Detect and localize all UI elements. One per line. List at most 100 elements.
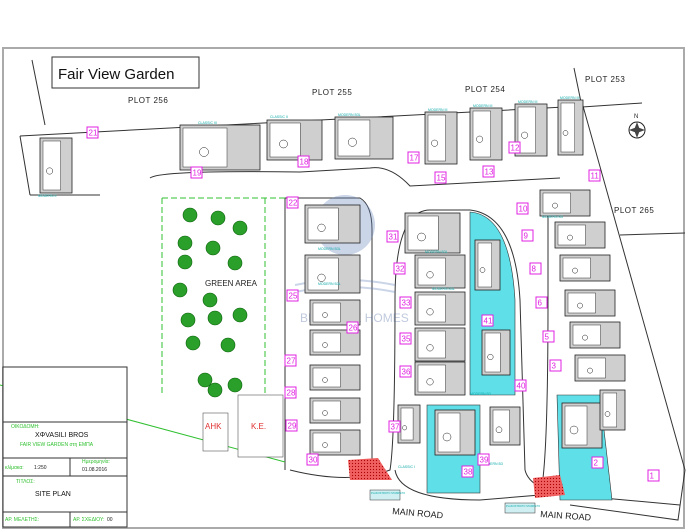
plot-number-label: 21 bbox=[89, 129, 98, 138]
plot-number-31: 31 bbox=[386, 230, 399, 243]
plot-number-label: 10 bbox=[519, 205, 528, 214]
plot-number-26: 26 bbox=[346, 321, 359, 334]
tree-icon bbox=[180, 312, 196, 328]
tree-icon bbox=[220, 337, 236, 353]
plot-number-8: 8 bbox=[529, 262, 542, 275]
house bbox=[414, 327, 466, 362]
unit-type-label: MODERN B3 bbox=[542, 215, 563, 219]
plot-number-15: 15 bbox=[434, 171, 447, 184]
plot-number-label: 11 bbox=[591, 172, 600, 181]
drawing-number-label: ΑΡ. ΣΧΕΔΙΟΥ: bbox=[73, 517, 104, 523]
house bbox=[309, 329, 361, 356]
house bbox=[414, 361, 466, 396]
house bbox=[309, 429, 361, 456]
tree-icon bbox=[207, 310, 223, 326]
plot-254-label: PLOT 254 bbox=[465, 85, 505, 94]
plot-256-label: PLOT 256 bbox=[128, 96, 168, 105]
scale-value: 1:250 bbox=[34, 465, 47, 471]
plot-253-label: PLOT 253 bbox=[585, 75, 625, 84]
scale-label: κλίμακα: bbox=[5, 465, 24, 471]
plot-number-label: 31 bbox=[389, 233, 398, 242]
house bbox=[414, 254, 466, 289]
plot-number-28: 28 bbox=[284, 386, 297, 399]
date-value: 01.08.2016 bbox=[82, 467, 107, 473]
house bbox=[561, 402, 603, 449]
unit-type-label: MODERN II bbox=[38, 194, 57, 198]
compass-icon: N bbox=[628, 114, 646, 139]
plot-number-37: 37 bbox=[388, 420, 401, 433]
plot-265-label: PLOT 265 bbox=[614, 206, 654, 215]
plot-number-label: 13 bbox=[485, 168, 494, 177]
plot-number-label: 36 bbox=[402, 368, 411, 377]
plot-number-36: 36 bbox=[399, 365, 412, 378]
plot-number-label: 3 bbox=[552, 362, 557, 371]
unit-type-label: MODERN B3L bbox=[318, 282, 341, 286]
main-road-label: MAIN ROAD bbox=[540, 509, 592, 523]
tree-icon bbox=[182, 207, 198, 223]
unit-type-label: MODERN B3 bbox=[482, 462, 503, 466]
tree-icon bbox=[232, 307, 248, 323]
plot-number-label: 27 bbox=[287, 357, 296, 366]
plot-number-1: 1 bbox=[647, 469, 660, 482]
tree-icon bbox=[177, 235, 193, 251]
unit-type-label: CLASSIC II bbox=[270, 115, 288, 119]
plot-number-label: 9 bbox=[524, 232, 529, 241]
paving-label: PLAKOSTROTO STAMPETO bbox=[506, 504, 540, 508]
unit-type-label: MODERN B3L bbox=[318, 247, 341, 251]
plot-number-38: 38 bbox=[461, 465, 474, 478]
house bbox=[481, 329, 511, 376]
house bbox=[266, 119, 323, 161]
plot-number-41: 41 bbox=[481, 314, 494, 327]
plot-number-13: 13 bbox=[482, 165, 495, 178]
tree-icon bbox=[185, 335, 201, 351]
unit-type-label: MODERN B3L bbox=[432, 287, 455, 291]
ke-label: K.E. bbox=[251, 422, 266, 431]
title-block: ΟΙΚΟΔΟΜΗ: XΦVASILI BROS FAIR VIEW GARDEN… bbox=[2, 366, 128, 528]
tree-icon bbox=[227, 255, 243, 271]
plot-number-label: 18 bbox=[300, 158, 309, 167]
house bbox=[404, 212, 461, 254]
plot-number-label: 33 bbox=[402, 299, 411, 308]
plot-number-22: 22 bbox=[286, 196, 299, 209]
plot-number-33: 33 bbox=[399, 296, 412, 309]
title-label: ΤΙΤΛΟΣ: bbox=[16, 479, 35, 485]
unit-type-label: MODERN III bbox=[428, 108, 447, 112]
plot-number-label: 25 bbox=[289, 292, 298, 301]
unit-type-label: MODERN B3 bbox=[470, 392, 491, 396]
tree-icon bbox=[177, 254, 193, 270]
plot-number-label: 8 bbox=[532, 265, 537, 274]
plot-number-label: 38 bbox=[464, 468, 473, 477]
unit-type-label: MODERN B3L bbox=[425, 250, 448, 254]
plot-number-label: 15 bbox=[437, 174, 446, 183]
plot-number-32: 32 bbox=[393, 262, 406, 275]
tree-icon bbox=[210, 210, 226, 226]
paving-areas: PLAKOSTROTO STAMPETO PLAKOSTROTO STAMPET… bbox=[348, 458, 565, 514]
ahk-label: AHK bbox=[205, 422, 222, 431]
date-label: Ημερομηνία: bbox=[82, 459, 110, 465]
project-title: Fair View Garden bbox=[58, 66, 174, 83]
drawing-number-value: 00 bbox=[107, 517, 113, 523]
plot-number-19: 19 bbox=[190, 166, 203, 179]
plot-number-39: 39 bbox=[477, 453, 490, 466]
house bbox=[309, 364, 361, 391]
plot-number-3: 3 bbox=[549, 359, 562, 372]
tree-icon bbox=[207, 382, 223, 398]
unit-type-label: MODERN B3L bbox=[338, 113, 361, 117]
unit-type-label: CLASSIC I bbox=[398, 465, 415, 469]
house bbox=[569, 321, 621, 349]
unit-type-label: MODERN III bbox=[560, 96, 579, 100]
plot-number-label: 35 bbox=[402, 335, 411, 344]
plot-number-40: 40 bbox=[514, 379, 527, 392]
plot-number-label: 5 bbox=[545, 333, 550, 342]
paving-label: PLAKOSTROTO STAMPETO bbox=[371, 491, 405, 495]
house bbox=[309, 397, 361, 424]
main-road-label: MAIN ROAD bbox=[392, 506, 444, 520]
house bbox=[539, 189, 591, 217]
site-boundaries bbox=[19, 59, 686, 521]
plot-number-11: 11 bbox=[588, 169, 601, 182]
plot-number-label: 2 bbox=[594, 459, 599, 468]
plot-number-10: 10 bbox=[516, 202, 529, 215]
plot-number-label: 17 bbox=[410, 154, 419, 163]
house bbox=[304, 254, 361, 294]
